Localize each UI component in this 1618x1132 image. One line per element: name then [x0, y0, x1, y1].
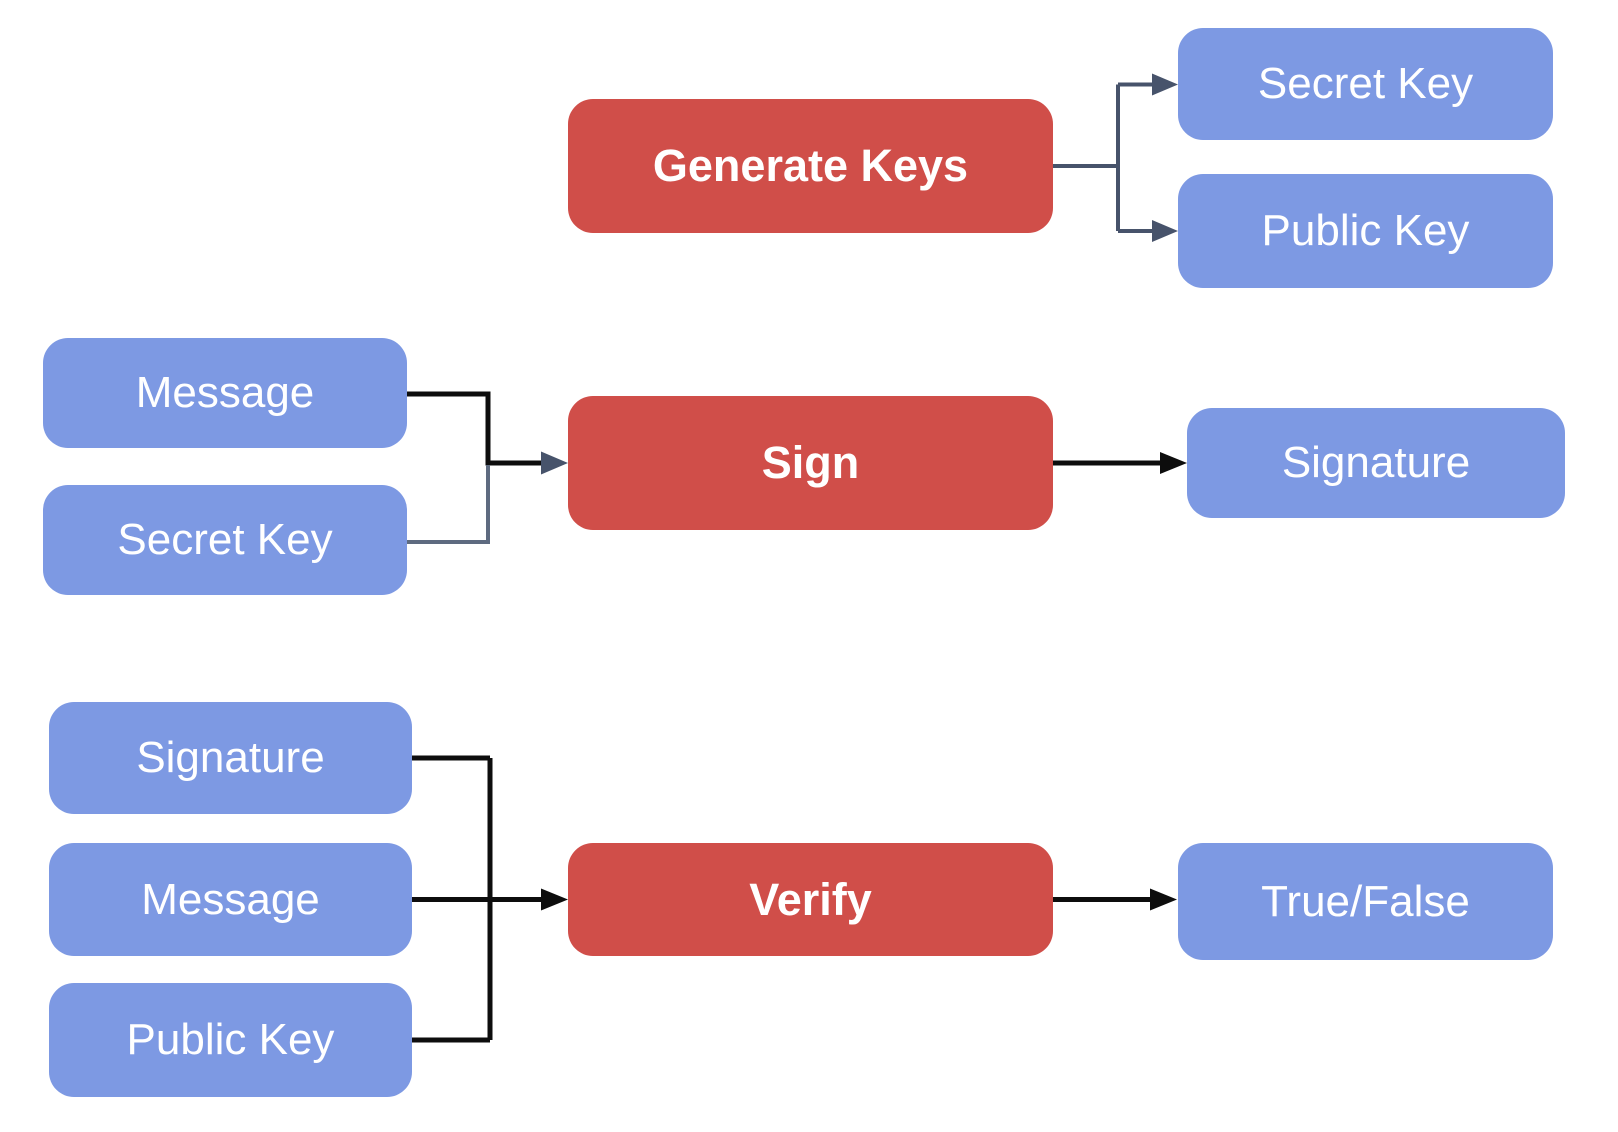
- connector-message-to-sign: [407, 391, 545, 466]
- node-public-key-output: Public Key: [1178, 174, 1553, 288]
- arrowhead-icon: [1160, 452, 1187, 474]
- node-label: Generate Keys: [652, 140, 969, 191]
- node-label: Signature: [1281, 438, 1471, 487]
- node-secret-key-sign-input: Secret Key: [43, 485, 407, 595]
- connector-generate-keys-branch: [1053, 82, 1154, 233]
- arrowhead-icon: [1152, 73, 1178, 96]
- node-true-false: True/False: [1178, 843, 1553, 960]
- node-label: Signature: [136, 733, 325, 782]
- connector-secret-key-to-sign: [407, 465, 490, 544]
- node-message-verify-input: Message: [49, 843, 412, 956]
- node-label: Secret Key: [117, 515, 333, 564]
- node-label: True/False: [1261, 876, 1470, 926]
- node-label: Public Key: [1261, 206, 1470, 255]
- connector-inputs-to-verify: [412, 755, 545, 1043]
- node-verify: Verify: [568, 843, 1053, 956]
- arrowhead-icon: [1150, 888, 1177, 911]
- node-label: Verify: [749, 873, 872, 925]
- arrowhead-icon: [1152, 220, 1178, 242]
- node-label: Message: [141, 874, 320, 924]
- node-label: Secret Key: [1257, 59, 1474, 108]
- node-sign: Sign: [568, 396, 1053, 530]
- node-label: Sign: [761, 437, 860, 488]
- node-label: Message: [135, 368, 315, 417]
- arrowhead-icon: [541, 888, 568, 911]
- node-signature-output: Signature: [1187, 408, 1565, 518]
- node-message-sign-input: Message: [43, 338, 407, 448]
- node-public-key-verify-input: Public Key: [49, 983, 412, 1097]
- node-label: Public Key: [126, 1015, 335, 1064]
- arrowhead-icon: [541, 451, 568, 475]
- node-signature-verify-input: Signature: [49, 702, 412, 814]
- node-generate-keys: Generate Keys: [568, 99, 1053, 233]
- node-secret-key-output: Secret Key: [1178, 28, 1553, 140]
